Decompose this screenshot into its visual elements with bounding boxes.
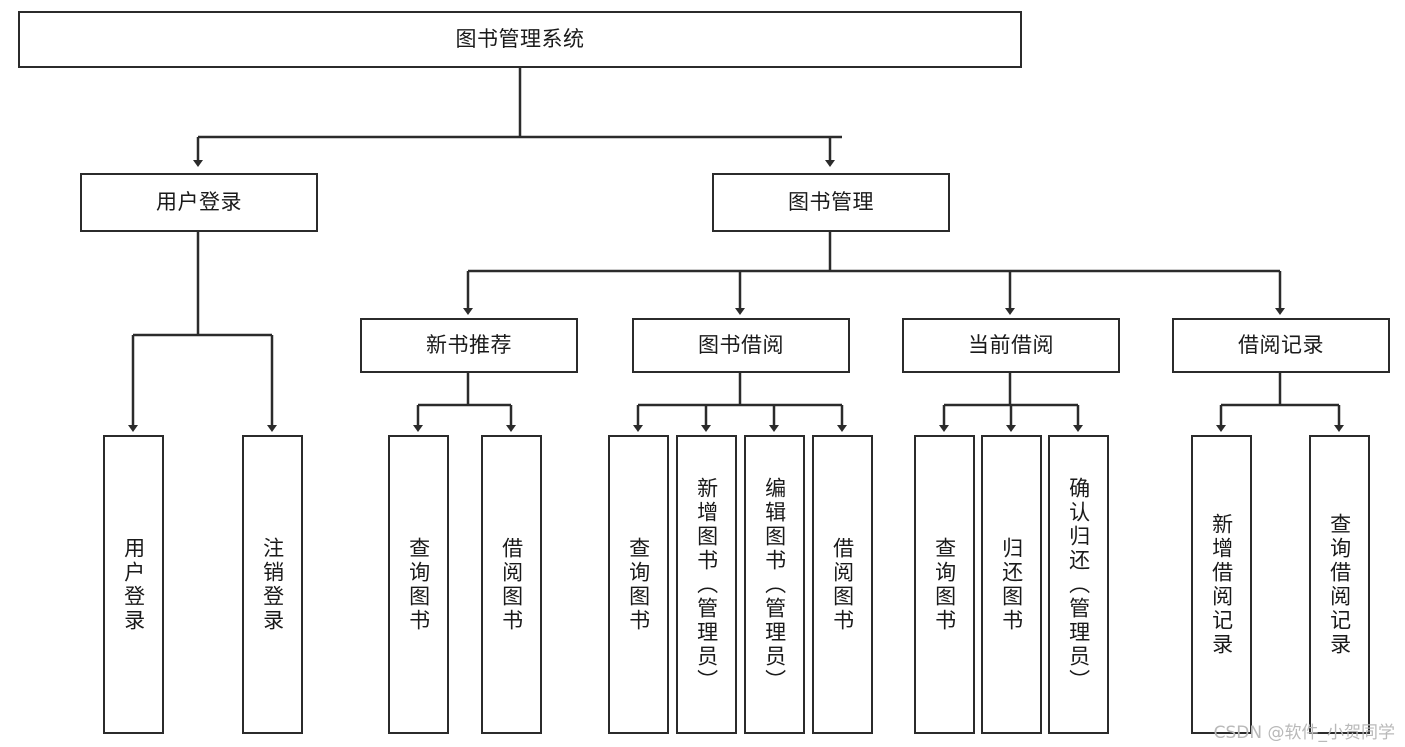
- node-label: 借阅记录: [1238, 332, 1324, 357]
- node-current-borrow[interactable]: 当前借阅: [902, 318, 1120, 373]
- leaf-record-add-record[interactable]: 新增借阅记录: [1191, 435, 1252, 734]
- leaf-borrow-add-book-admin[interactable]: 新增图书（管理员）: [676, 435, 737, 734]
- leaf-borrow-borrow-book[interactable]: 借阅图书: [812, 435, 873, 734]
- node-book-borrow[interactable]: 图书借阅: [632, 318, 850, 373]
- node-label: 用户登录: [156, 189, 242, 214]
- node-label: 查询图书: [626, 536, 651, 633]
- leaf-borrow-edit-book-admin[interactable]: 编辑图书（管理员）: [744, 435, 805, 734]
- leaf-borrow-query-book[interactable]: 查询图书: [608, 435, 669, 734]
- node-label: 查询图书: [406, 536, 431, 633]
- leaf-current-query-book[interactable]: 查询图书: [914, 435, 975, 734]
- node-label: 当前借阅: [968, 332, 1054, 357]
- node-label: 归还图书: [999, 536, 1024, 633]
- node-label: 确认归还（管理员）: [1066, 476, 1091, 693]
- node-user-login[interactable]: 用户登录: [80, 173, 318, 232]
- watermark-text: CSDN @软件_小贺同学: [1213, 723, 1395, 743]
- node-root-system[interactable]: 图书管理系统: [18, 11, 1022, 68]
- leaf-user-login-logout[interactable]: 注销登录: [242, 435, 303, 734]
- node-label: 图书借阅: [698, 332, 784, 357]
- leaf-current-confirm-return-admin[interactable]: 确认归还（管理员）: [1048, 435, 1109, 734]
- node-book-management[interactable]: 图书管理: [712, 173, 950, 232]
- node-label: 查询图书: [932, 536, 957, 633]
- node-label: 借阅图书: [830, 536, 855, 633]
- leaf-user-login-login[interactable]: 用户登录: [103, 435, 164, 734]
- node-label: 新增借阅记录: [1209, 512, 1234, 657]
- node-new-book-recommend[interactable]: 新书推荐: [360, 318, 578, 373]
- node-label: 新书推荐: [426, 332, 512, 357]
- leaf-record-query-record[interactable]: 查询借阅记录: [1309, 435, 1370, 734]
- leaf-current-return-book[interactable]: 归还图书: [981, 435, 1042, 734]
- node-label: 编辑图书（管理员）: [762, 476, 787, 693]
- node-label: 用户登录: [121, 536, 146, 633]
- node-label: 注销登录: [260, 536, 285, 633]
- leaf-new-book-query[interactable]: 查询图书: [388, 435, 449, 734]
- node-label: 图书管理系统: [455, 26, 585, 51]
- node-label: 查询借阅记录: [1327, 512, 1352, 657]
- node-label: 借阅图书: [499, 536, 524, 633]
- node-borrow-record[interactable]: 借阅记录: [1172, 318, 1390, 373]
- node-label: 新增图书（管理员）: [694, 476, 719, 693]
- leaf-new-book-borrow[interactable]: 借阅图书: [481, 435, 542, 734]
- node-label: 图书管理: [788, 189, 874, 214]
